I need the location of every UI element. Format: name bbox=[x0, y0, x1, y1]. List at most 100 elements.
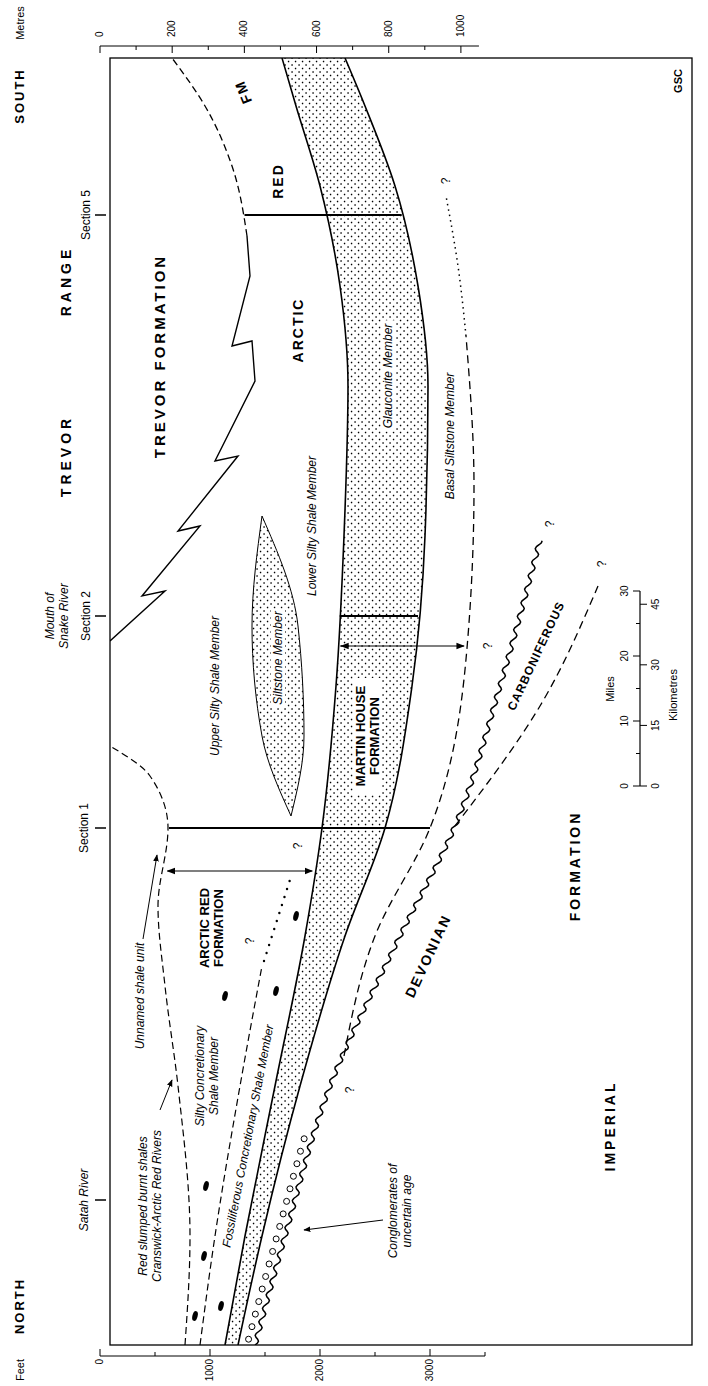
contact-dashed bbox=[344, 336, 474, 1056]
uncertain-dot bbox=[265, 952, 267, 954]
formation-label: MARTIN HOUSE FORMATION bbox=[354, 678, 382, 794]
uncertain-dot bbox=[278, 912, 280, 914]
scale-label: 0 bbox=[618, 783, 632, 789]
concretion bbox=[200, 1250, 208, 1261]
axis-tick bbox=[155, 1352, 156, 1356]
axis-tick bbox=[280, 46, 281, 50]
conglomerate-pebble bbox=[280, 1211, 286, 1217]
locality-tick bbox=[95, 214, 106, 216]
contact-dotted bbox=[446, 196, 466, 336]
scale-tick bbox=[640, 664, 647, 665]
scale-label: 30 bbox=[618, 585, 632, 596]
contact-dashed bbox=[455, 586, 598, 826]
scale-tick bbox=[640, 786, 647, 787]
uncertain-dot bbox=[268, 944, 270, 946]
axis-label: 600 bbox=[310, 20, 324, 37]
axis-title: Feet bbox=[13, 1359, 27, 1381]
scale-label: 0 bbox=[649, 783, 663, 789]
axis-tick bbox=[430, 1349, 431, 1356]
scale-label: 20 bbox=[618, 650, 632, 661]
uncertain-dot bbox=[270, 936, 272, 938]
conglomerate-pebble bbox=[277, 1223, 283, 1229]
scale-tick bbox=[636, 688, 640, 689]
axis-label: 1000 bbox=[454, 15, 468, 37]
leader-arrow bbox=[160, 1080, 172, 1110]
query-mark: ? bbox=[595, 561, 609, 568]
range-label: TREVOR bbox=[59, 415, 73, 497]
axis-tick bbox=[424, 46, 425, 50]
locality-tick bbox=[95, 827, 106, 829]
uncertain-dot bbox=[286, 888, 288, 890]
formation-label: TREVOR FORMATION bbox=[153, 254, 167, 458]
scale-label: 10 bbox=[618, 715, 632, 726]
axis-label: 200 bbox=[165, 20, 179, 37]
metres-axis bbox=[100, 46, 479, 47]
conglomerate-pebble bbox=[284, 1198, 290, 1204]
locality-label: Satah River bbox=[77, 1169, 91, 1232]
axis-label: 0 bbox=[93, 1359, 107, 1365]
member-label: Upper Silty Shale Member bbox=[208, 616, 222, 756]
conglomerate-pebble bbox=[246, 1336, 252, 1342]
conglomerate-pebble bbox=[294, 1161, 300, 1167]
member-label: Siltstone Member bbox=[271, 608, 285, 707]
axis-tick bbox=[244, 46, 245, 53]
member-label: Glauconite Member bbox=[381, 321, 395, 432]
system-label: CARBONIFEROUS bbox=[505, 599, 568, 713]
note-label: Unnamed shale unit bbox=[133, 943, 147, 1050]
member-label: Lower Silty Shale Member bbox=[305, 456, 319, 596]
scale-tick bbox=[633, 721, 640, 722]
concretion bbox=[292, 910, 300, 921]
scale-tick bbox=[633, 591, 640, 592]
concretion bbox=[217, 1300, 225, 1311]
query-mark: ? bbox=[243, 938, 257, 945]
scale-title: Kilometres bbox=[666, 669, 680, 721]
axis-label: 3000 bbox=[423, 1359, 437, 1381]
axis-label: 1000 bbox=[203, 1359, 217, 1381]
query-mark: ? bbox=[343, 1087, 357, 1094]
axis-tick bbox=[100, 1349, 101, 1356]
note-label: Red slumped burnt shales Cranswick-Arcti… bbox=[136, 1116, 164, 1296]
conglomerate-pebble bbox=[270, 1248, 276, 1254]
section-label: Section 1 bbox=[77, 803, 91, 853]
thickness-arrow bbox=[341, 645, 464, 646]
member-label: Basal Siltstone Member bbox=[443, 373, 457, 500]
query-mark: ? bbox=[481, 643, 495, 650]
compass-label: SOUTH bbox=[13, 68, 27, 124]
scale-tick bbox=[633, 786, 640, 787]
scale-label: 30 bbox=[649, 659, 663, 670]
leader-arrow bbox=[143, 855, 157, 939]
system-label: DEVONIAN bbox=[403, 912, 454, 999]
glauconite-band bbox=[225, 58, 428, 1345]
axis-title: Metres bbox=[13, 6, 27, 40]
compass-label: NORTH bbox=[13, 1278, 27, 1334]
frame bbox=[110, 58, 692, 1345]
siltstone-lens bbox=[252, 516, 304, 816]
scale-label: 45 bbox=[649, 599, 663, 610]
axis-tick bbox=[375, 1352, 376, 1356]
scale-tick bbox=[636, 753, 640, 754]
uncertain-dot bbox=[263, 960, 265, 962]
locality-label: Mouth of Snake River bbox=[43, 576, 71, 656]
formation-label: IMPERIAL bbox=[603, 1081, 617, 1172]
axis-label: 400 bbox=[237, 20, 251, 37]
concretion bbox=[191, 1310, 199, 1321]
note-label: Conglomerates of uncertain age bbox=[386, 1163, 414, 1259]
concretion bbox=[272, 985, 280, 996]
axis-tick bbox=[208, 46, 209, 50]
conglomerate-pebble bbox=[252, 1311, 258, 1317]
axis-tick bbox=[460, 46, 461, 53]
scale-title: Miles bbox=[603, 676, 617, 702]
scale-tick bbox=[640, 725, 647, 726]
contact-dashed bbox=[110, 746, 190, 1345]
uncertain-dot bbox=[273, 928, 275, 930]
formation-label: ARCTIC RED FORMATION bbox=[198, 880, 226, 976]
thickness-arrow bbox=[167, 870, 312, 871]
scale-tick bbox=[636, 623, 640, 624]
scale-label: 15 bbox=[649, 720, 663, 731]
scale-tick bbox=[633, 656, 640, 657]
axis-tick bbox=[100, 46, 101, 53]
unconformity bbox=[255, 541, 542, 1345]
query-mark: ? bbox=[439, 178, 453, 185]
axis-tick bbox=[352, 46, 353, 50]
axis-tick bbox=[485, 1352, 486, 1356]
